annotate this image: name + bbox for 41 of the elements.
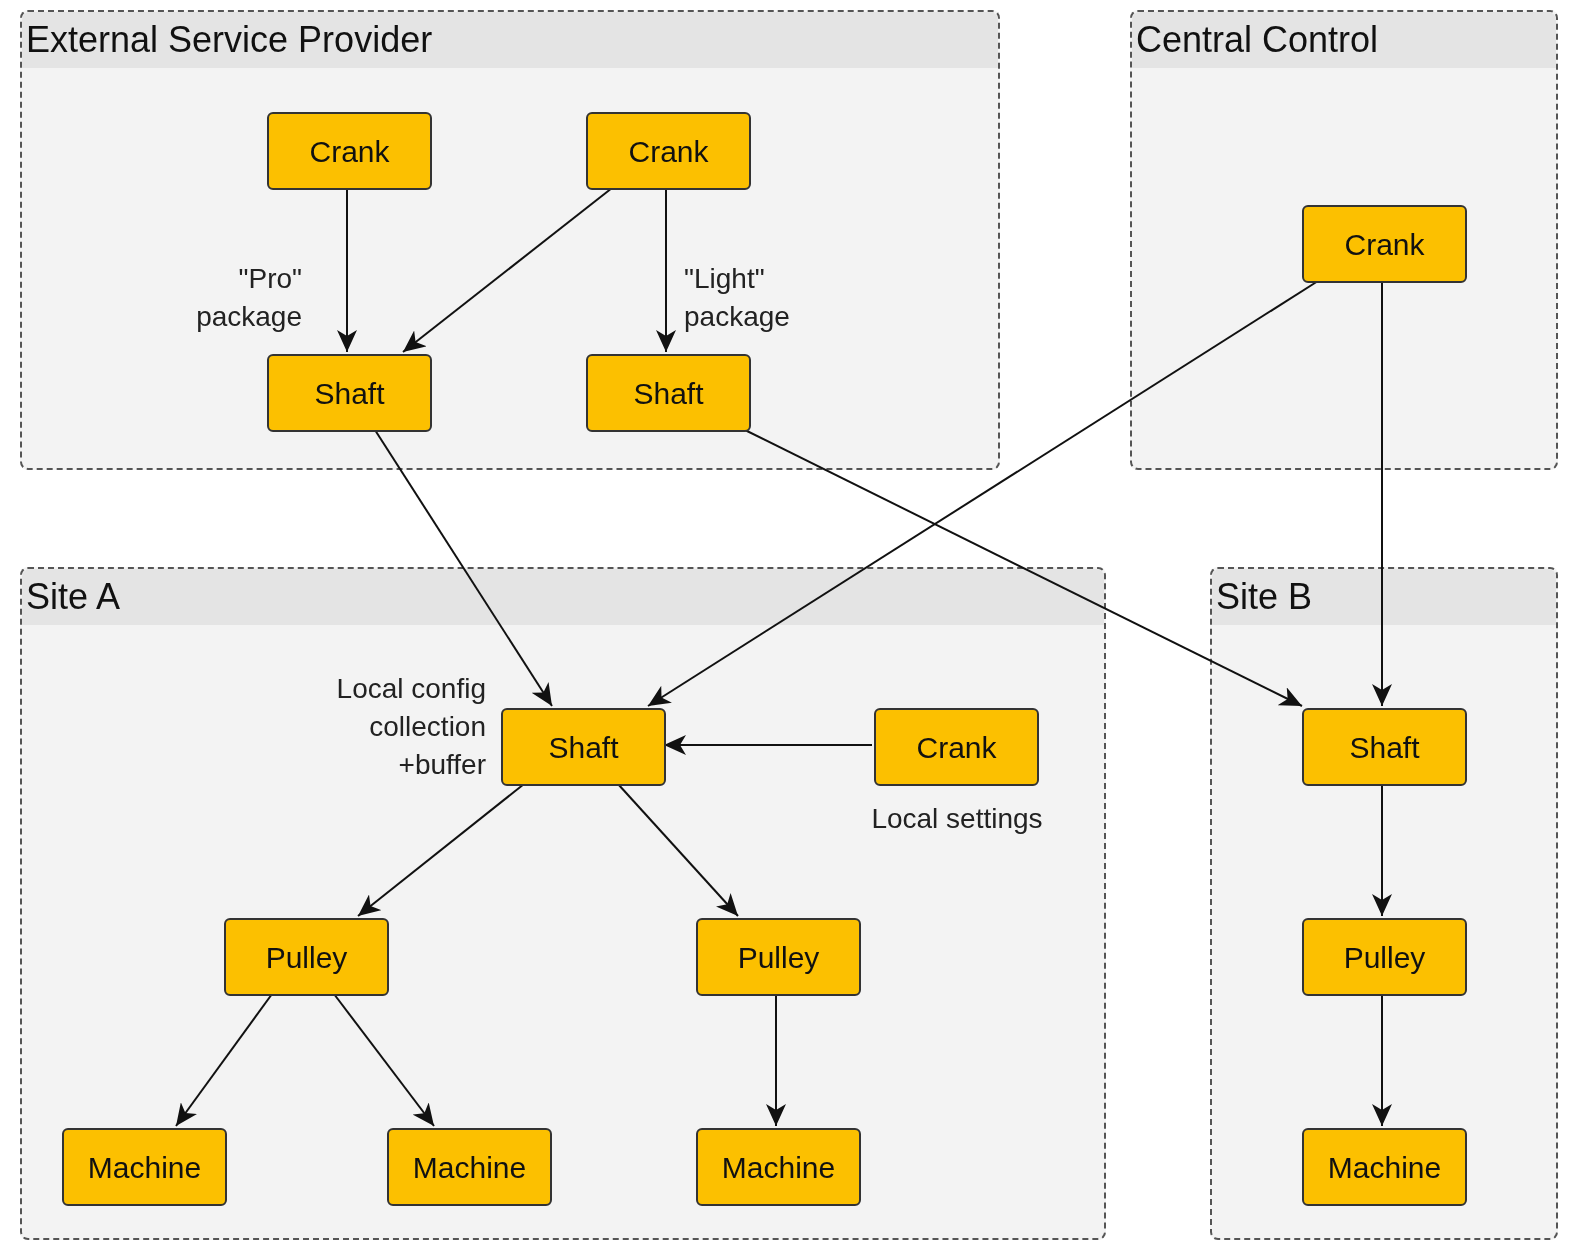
component-box: Shaft <box>586 354 751 432</box>
group-panel <box>1130 10 1558 470</box>
component-box: Pulley <box>696 918 861 996</box>
group-panel <box>20 10 1000 470</box>
arrow <box>333 993 435 1127</box>
group-title: External Service Provider <box>26 18 433 62</box>
component-box: Crank <box>1302 205 1467 283</box>
component-box: Crank <box>586 112 751 190</box>
node-annotation: Local config collection +buffer <box>335 672 486 782</box>
component-box: Shaft <box>267 354 432 432</box>
component-box: Machine <box>387 1128 552 1206</box>
arrow <box>647 280 1319 707</box>
edge-label: "Light" package <box>684 262 791 334</box>
component-box: Pulley <box>1302 918 1467 996</box>
group-title: Central Control <box>1136 18 1379 62</box>
component-box: Machine <box>696 1128 861 1206</box>
arrow <box>357 783 525 917</box>
arrow <box>374 429 553 707</box>
edge-label: "Pro" package <box>195 262 302 334</box>
arrow <box>1372 783 1392 917</box>
group-title: Site B <box>1216 575 1313 619</box>
arrow <box>766 993 786 1127</box>
arrow <box>617 783 739 917</box>
arrow <box>1372 993 1392 1127</box>
group-panel <box>1210 567 1558 1240</box>
component-box: Pulley <box>224 918 389 996</box>
arrow <box>663 735 873 755</box>
component-box: Machine <box>62 1128 227 1206</box>
arrow <box>402 187 613 353</box>
group-title: Site A <box>26 575 121 619</box>
arrow <box>175 993 273 1127</box>
arrow <box>656 187 676 353</box>
component-box: Crank <box>267 112 432 190</box>
component-box: Shaft <box>501 708 666 786</box>
group-panel <box>20 567 1106 1240</box>
arrow <box>337 187 357 353</box>
component-box: Machine <box>1302 1128 1467 1206</box>
node-annotation: Local settings <box>870 802 1044 836</box>
component-box: Shaft <box>1302 708 1467 786</box>
component-box: Crank <box>874 708 1039 786</box>
arrow <box>1372 280 1392 707</box>
